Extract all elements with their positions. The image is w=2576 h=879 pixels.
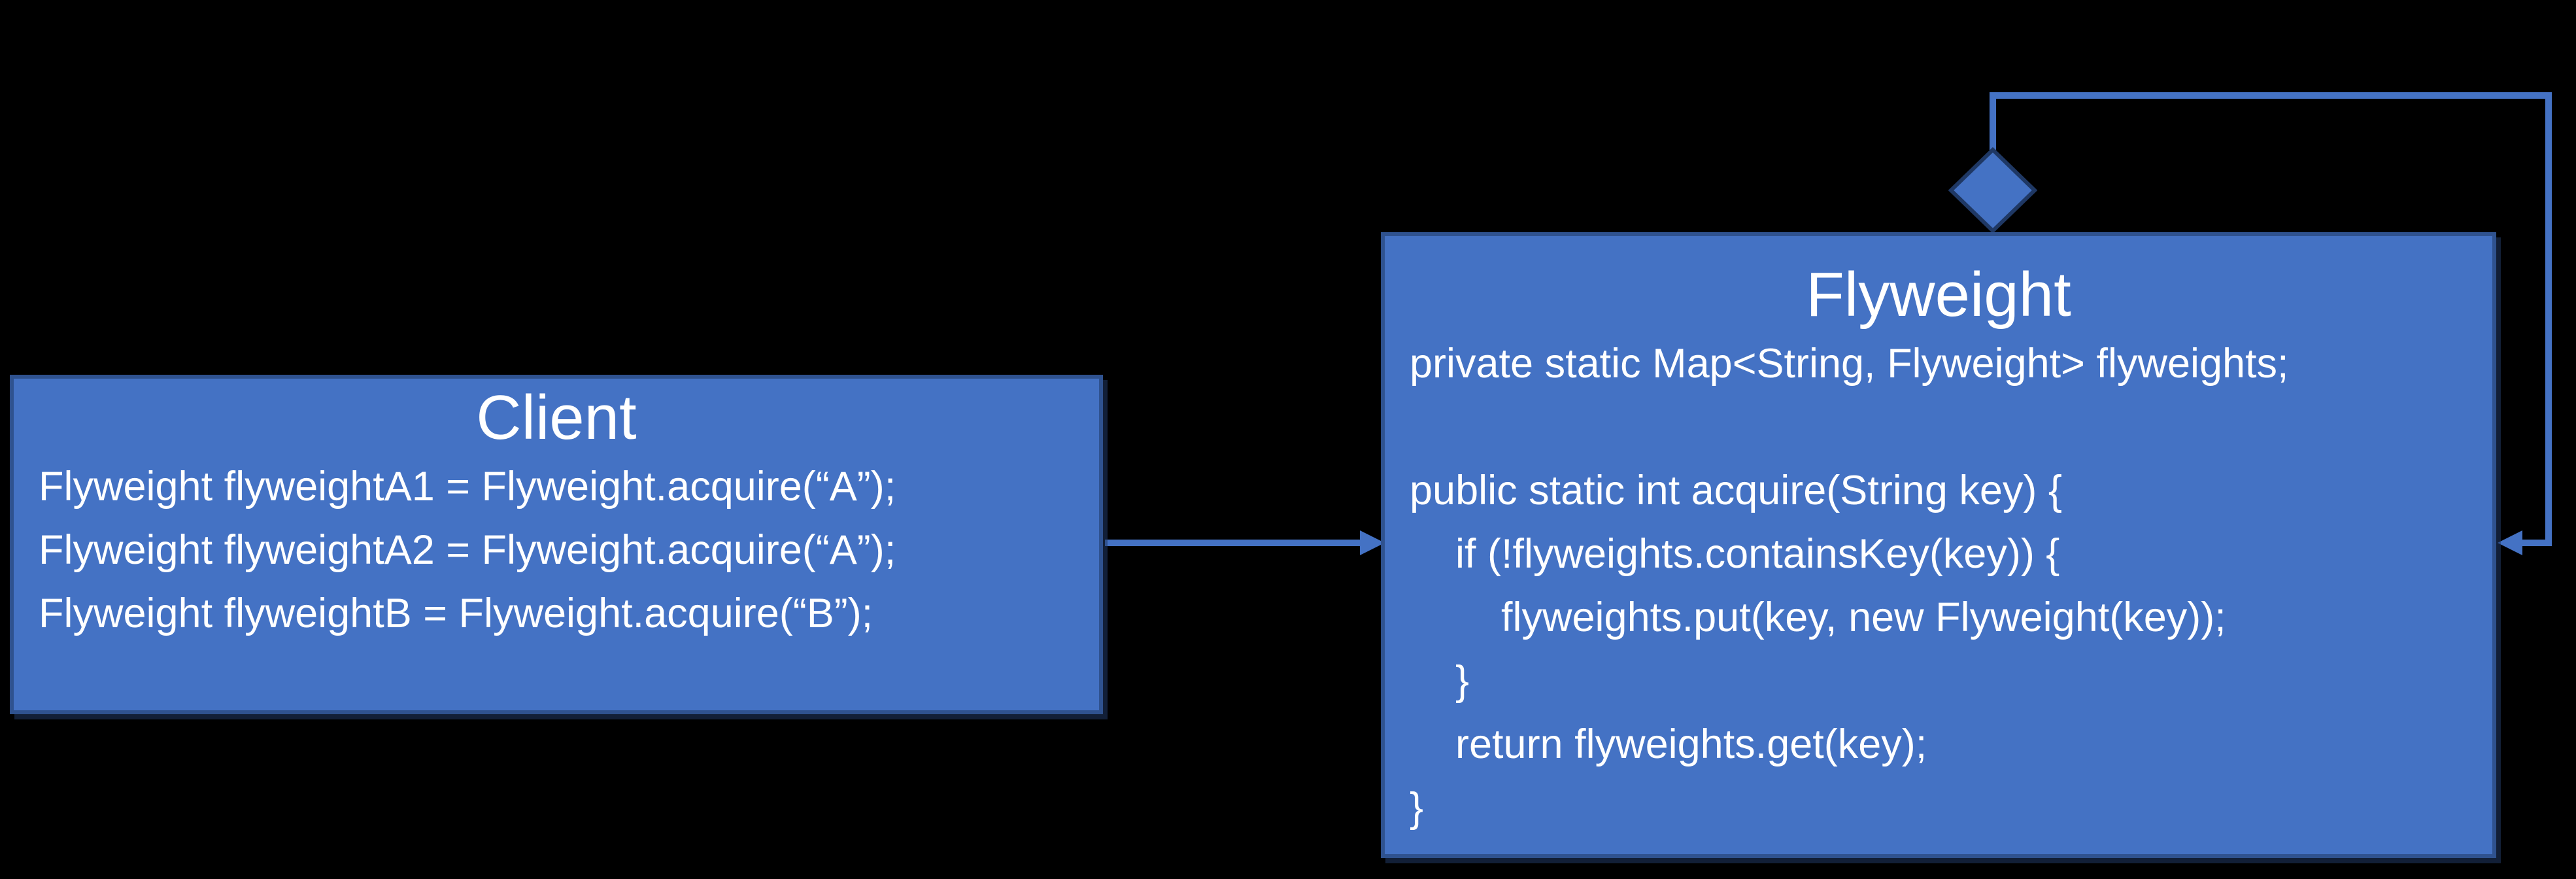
code-line (1410, 396, 2467, 459)
client-code-block: Flyweight flyweightA1 = Flyweight.acquir… (14, 455, 1099, 646)
self-aggregation-arrowhead-icon (2498, 530, 2522, 555)
aggregation-diamond-icon (1948, 146, 2038, 234)
code-line: private static Map<String, Flyweight> fl… (1410, 341, 2289, 387)
code-line: public static int acquire(String key) { (1410, 468, 2062, 513)
code-line: if (!flyweights.containsKey(key)) { (1410, 531, 2060, 577)
code-line: return flyweights.get(key); (1410, 721, 1927, 767)
code-line: } (1410, 785, 1424, 831)
code-line: } (1410, 658, 1470, 704)
flyweight-class-box: Flyweight private static Map<String, Fly… (1381, 232, 2496, 858)
code-line: Flyweight flyweightB = Flyweight.acquire… (39, 591, 873, 636)
code-line: Flyweight flyweightA1 = Flyweight.acquir… (39, 464, 896, 509)
flyweight-class-title: Flyweight (1806, 260, 2071, 330)
client-class-title: Client (476, 383, 637, 453)
code-line: flyweights.put(key, new Flyweight(key)); (1410, 595, 2226, 640)
flyweight-code-block: private static Map<String, Flyweight> fl… (1385, 332, 2492, 840)
client-class-box: Client Flyweight flyweightA1 = Flyweight… (10, 375, 1103, 714)
code-line: Flyweight flyweightA2 = Flyweight.acquir… (39, 527, 896, 573)
